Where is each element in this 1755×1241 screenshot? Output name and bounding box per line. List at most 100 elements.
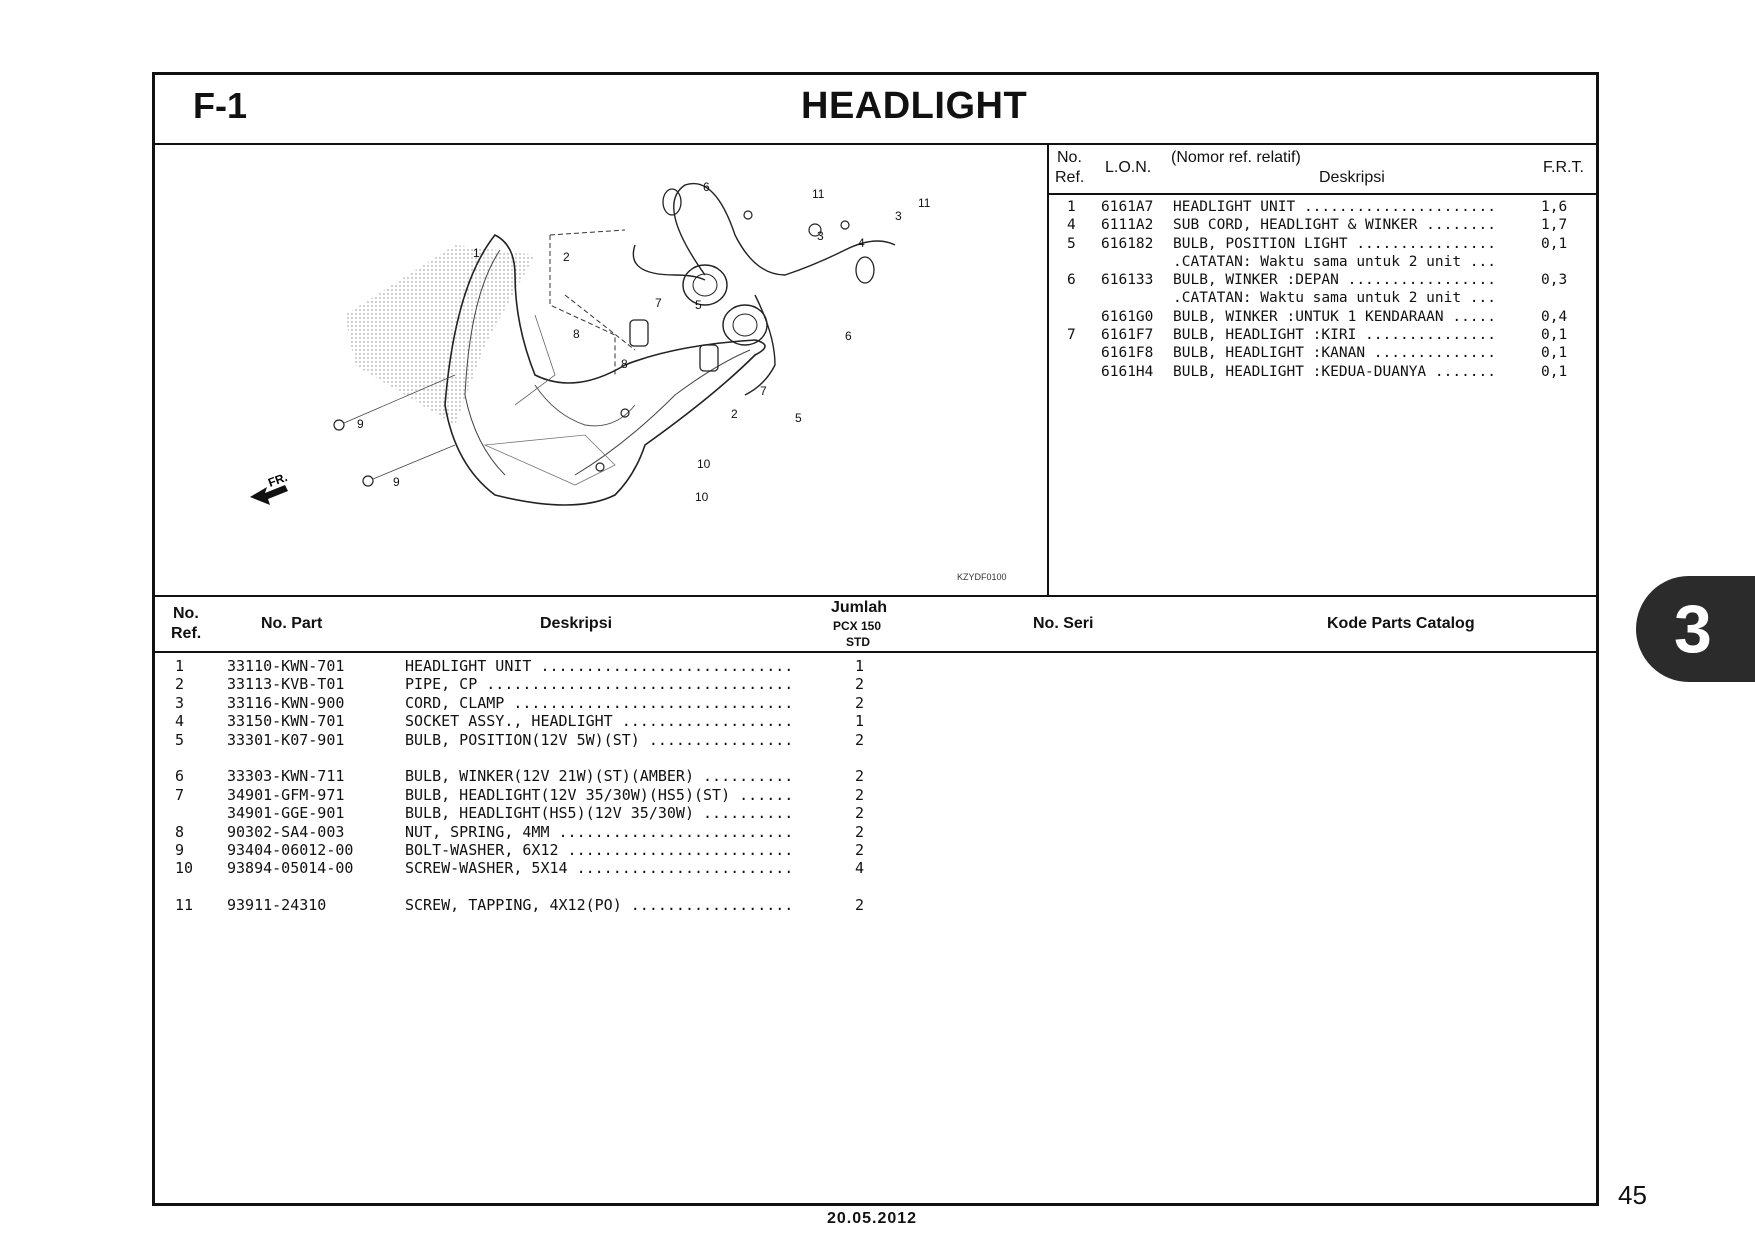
lon-col-deskripsi: Deskripsi (1319, 169, 1385, 186)
socket-left (682, 264, 728, 306)
parts-cell-qty: 2 (855, 675, 865, 694)
row-spacer (155, 878, 1596, 896)
page-number: 45 (1618, 1180, 1647, 1210)
callout-number: 9 (393, 475, 400, 489)
bolt-washer-upper (333, 419, 345, 431)
parts-cell-qty: 2 (855, 693, 865, 712)
lon-cell-lon: 6161A7 (1101, 199, 1154, 215)
headlight-bulb-right (699, 344, 719, 372)
parts-cell-part: 33303-KWN-711 (227, 767, 345, 786)
lon-table-row: 6161H4 BULB, HEADLIGHT :KEDUA-DUANYA ....… (1049, 364, 1596, 382)
lon-cell-lon: 6161G0 (1101, 308, 1154, 325)
lon-col-nomor: (Nomor ref. relatif) (1171, 149, 1301, 166)
lon-cell-desc: BULB, WINKER :DEPAN ................. (1173, 272, 1497, 289)
parts-cell-part: 93894-05014-00 (227, 859, 354, 878)
parts-cell-desc: BULB, HEADLIGHT(12V 35/30W)(HS5)(ST) ...… (405, 785, 794, 804)
lon-cell-desc: BULB, HEADLIGHT :KEDUA-DUANYA ....... (1173, 363, 1497, 380)
callout-number: 4 (858, 236, 865, 250)
parts-cell-desc: SOCKET ASSY., HEADLIGHT ................… (405, 712, 794, 731)
parts-cell-ref: 11 (175, 896, 194, 915)
parts-cell-part: 33301-K07-901 (227, 730, 345, 749)
parts-col-ref: Ref. (171, 625, 202, 642)
lon-table-row: 6161G0 BULB, WINKER :UNTUK 1 KENDARAAN ..… (1049, 309, 1596, 327)
headlight-bulb-left (629, 319, 649, 347)
parts-col-kode: Kode Parts Catalog (1327, 615, 1475, 632)
lon-cell-lon: 6161F8 (1101, 345, 1154, 362)
parts-cell-part: 33116-KWN-900 (227, 693, 345, 712)
lon-cell-no: 6 (1067, 272, 1076, 289)
parts-cell-part: 33113-KVB-T01 (227, 675, 345, 694)
callout-number: 10 (695, 490, 709, 504)
parts-cell-ref: 5 (175, 730, 185, 749)
parts-cell-ref: 7 (175, 785, 185, 804)
callout-number: 2 (731, 407, 738, 421)
lon-cell-desc: BULB, HEADLIGHT :KIRI ............... (1173, 327, 1497, 344)
callout-number: 11 (812, 187, 825, 201)
lon-cell-no: 7 (1067, 327, 1076, 344)
parts-col-desc: Deskripsi (540, 615, 613, 632)
parts-cell-part: 93404-06012-00 (227, 840, 354, 859)
front-direction-arrow (250, 485, 288, 505)
callout-number: 7 (655, 296, 662, 310)
callout-number: 6 (845, 329, 852, 343)
parts-cell-qty: 2 (855, 785, 865, 804)
parts-cell-qty: 2 (855, 767, 865, 786)
parts-cell-desc: BULB, POSITION(12V 5W)(ST) .............… (405, 730, 794, 749)
winker-bulb-top (662, 188, 682, 216)
callout-number: 3 (817, 229, 824, 243)
lon-table-row: .CATATAN: Waktu sama untuk 2 unit ... (1049, 254, 1596, 272)
parts-table-row: 2 33113-KVB-T01 PIPE, CP .................… (155, 675, 1596, 693)
parts-cell-ref: 1 (175, 657, 185, 675)
parts-cell-ref: 8 (175, 822, 185, 841)
parts-cell-desc: BULB, WINKER(12V 21W)(ST)(AMBER) .......… (405, 767, 794, 786)
callout-number: 1 (473, 246, 480, 260)
parts-cell-qty: 2 (855, 840, 865, 859)
parts-cell-part: 34901-GGE-901 (227, 804, 345, 823)
lon-col-no: No. (1057, 149, 1082, 166)
callout-number: 7 (760, 384, 767, 398)
callout-number: 8 (573, 327, 580, 341)
parts-col-part: No. Part (261, 615, 323, 632)
catalog-page-frame: F-1 HEADLIGHT (152, 72, 1599, 1206)
lon-cell-desc: .CATATAN: Waktu sama untuk 2 unit ... (1173, 253, 1497, 270)
headlight-exploded-drawing: FR. 1 2 3 3 4 5 5 6 6 7 7 8 8 9 9 10 10 … (250, 180, 1007, 582)
winker-bulb-right (855, 256, 875, 284)
parts-cell-ref: 9 (175, 840, 185, 859)
print-date: 20.05.2012 (827, 1210, 918, 1227)
socket-right (722, 304, 768, 346)
lon-cell-frt: 0,3 (1541, 272, 1568, 289)
lon-cell-desc: .CATATAN: Waktu sama untuk 2 unit ... (1173, 290, 1497, 307)
lon-cell-no: 4 (1067, 217, 1076, 234)
parts-cell-part: 33110-KWN-701 (227, 657, 345, 675)
wire-harness (673, 183, 896, 276)
parts-cell-desc: PIPE, CP ...............................… (405, 675, 794, 694)
lon-cell-frt: 0,1 (1541, 327, 1568, 344)
lon-cell-lon: 616182 (1101, 235, 1154, 252)
parts-col-model: PCX 150 (833, 619, 882, 633)
parts-col-seri: No. Seri (1033, 615, 1094, 632)
parts-cell-desc: NUT, SPRING, 4MM .......................… (405, 822, 794, 841)
chapter-number: 3 (1674, 591, 1712, 667)
diagram-code: KZYDF0100 (957, 572, 1007, 582)
lon-cell-lon: 6161H4 (1101, 363, 1154, 380)
parts-cell-ref: 10 (175, 859, 194, 878)
lon-cell-desc: HEADLIGHT UNIT ...................... (1173, 199, 1497, 215)
lon-cell-frt: 0,1 (1541, 345, 1568, 362)
lon-cell-desc: BULB, WINKER :UNTUK 1 KENDARAAN ..... (1173, 308, 1497, 325)
parts-table-row: 5 33301-K07-901 BULB, POSITION(12V 5W)(ST)… (155, 731, 1596, 749)
parts-col-std: STD (846, 635, 870, 649)
page-title: HEADLIGHT (801, 85, 1028, 127)
callout-number: 2 (563, 250, 570, 264)
